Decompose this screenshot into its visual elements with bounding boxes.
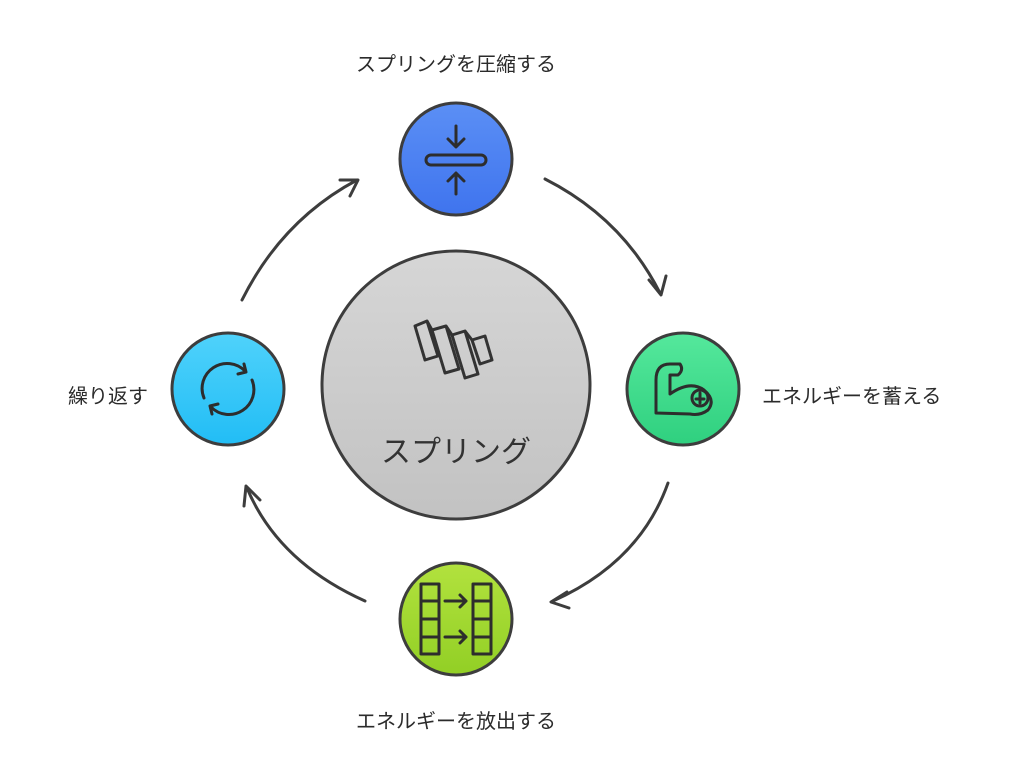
arrow-right-to-bottom [549,481,670,610]
center-node [320,249,592,521]
compress-icon [424,124,488,196]
transfer-icon [419,582,493,656]
flexed-arm-icon [654,362,713,416]
center-label: スプリング [381,435,531,470]
step-label-repeat: 繰り返す [68,384,148,408]
step-node-release-energy [398,561,514,677]
step-label-release-energy: エネルギーを放出する [356,709,556,733]
step-node-compress [398,101,514,217]
spring-icon [413,319,494,380]
step-node-store-energy [625,331,741,447]
step-node-repeat [170,331,286,447]
arrow-left-to-top [240,178,360,302]
step-label-compress: スプリングを圧縮する [356,52,556,76]
arrow-top-to-right [543,177,668,297]
arrow-bottom-to-left [242,484,367,603]
step-label-store-energy: エネルギーを蓄える [762,384,942,408]
cycle-icon [200,361,256,417]
